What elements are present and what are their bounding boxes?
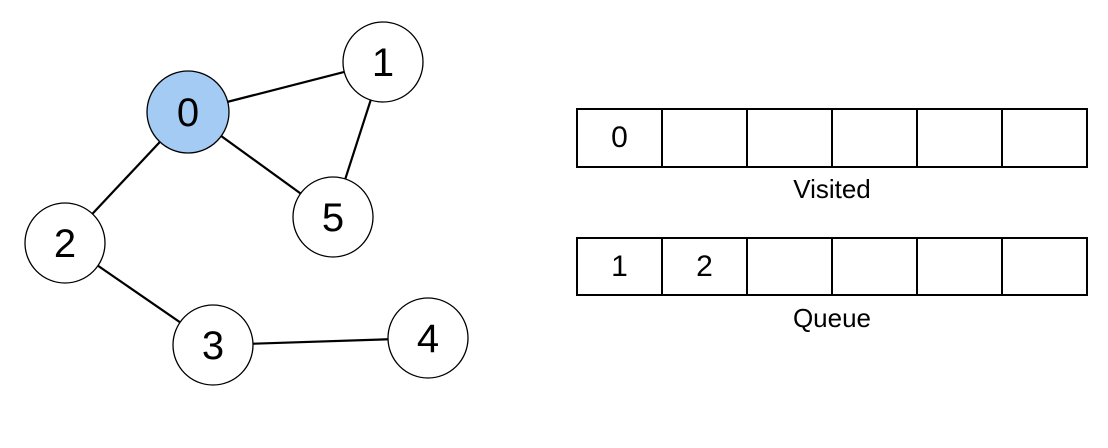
node-circle [387,297,469,379]
node-label: 0 [177,91,199,135]
queue-cell-5 [1003,239,1086,294]
queue-cell-2 [748,239,833,294]
visited-cell-1 [663,110,748,166]
graph-node-3: 3 [172,304,254,386]
visited-cell-5 [1003,110,1086,166]
node-circle [24,202,106,284]
node-label: 5 [322,196,344,240]
visited-cell-4 [918,110,1003,166]
visited-cell-0: 0 [578,110,663,166]
visited-cell-2 [748,110,833,166]
graph-node-4: 4 [387,297,469,379]
graph-node-0: 0 [146,70,230,154]
node-circle [172,304,254,386]
node-label: 4 [417,317,439,361]
visited-cell-3 [833,110,918,166]
queue-label: Queue [792,303,872,333]
visited-array: 0 [576,108,1088,168]
node-label: 2 [54,222,76,266]
graph-node-2: 2 [24,202,106,284]
graph-node-1: 1 [342,21,424,103]
node-label: 1 [372,41,394,85]
node-label: 3 [202,324,224,368]
node-circle [342,21,424,103]
queue-cell-1: 2 [663,239,748,294]
node-circle-highlighted [146,70,230,154]
queue-cell-3 [833,239,918,294]
queue-cell-4 [918,239,1003,294]
graph-node-5: 5 [292,176,374,258]
graph-diagram: 0 1 2 3 4 5 [24,21,469,386]
node-circle [292,176,374,258]
visited-label: Visited [793,174,871,204]
queue-cell-0: 1 [578,239,663,294]
